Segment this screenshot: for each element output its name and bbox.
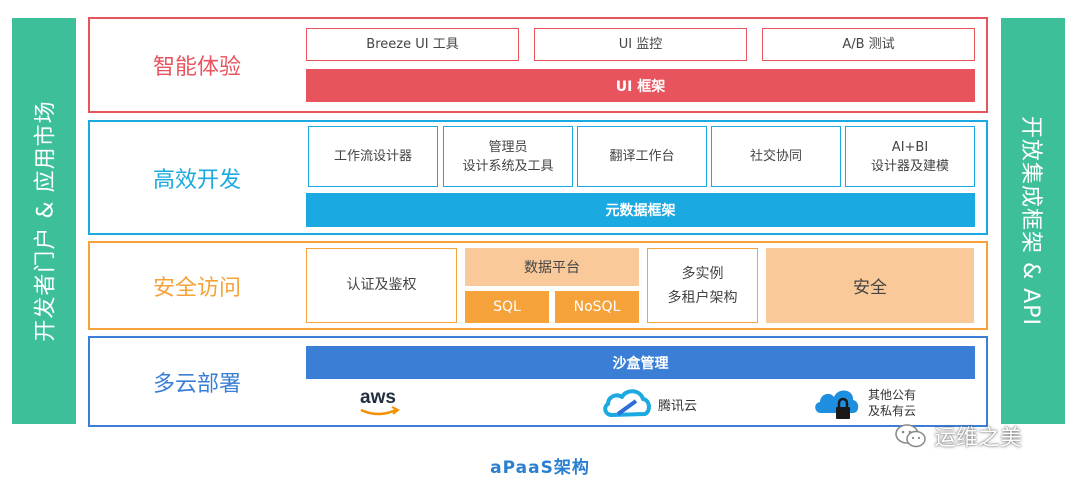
- other-clouds-label: 其他公有 及私有云: [868, 388, 917, 418]
- open-integration-label: 开放集成框架 & API: [1018, 116, 1044, 326]
- cloud-lock-icon: [815, 390, 859, 419]
- aws-logo: aws: [356, 385, 406, 421]
- aws-smile-icon: [360, 406, 400, 416]
- sql-box: SQL: [465, 291, 549, 323]
- developer-portal-pillar: 开发者门户 & 应用市场: [12, 18, 76, 424]
- security-box: 安全: [766, 248, 974, 323]
- data-platform-box: 数据平台: [465, 248, 639, 286]
- other-clouds-logo: 其他公有 及私有云: [812, 383, 916, 423]
- auth-box: 认证及鉴权: [306, 248, 457, 323]
- open-integration-pillar: 开放集成框架 & API: [1001, 18, 1065, 424]
- translation-workbench-box: 翻译工作台: [577, 126, 707, 187]
- ab-test-box: A/B 测试: [762, 28, 975, 61]
- watermark: 运维之美: [894, 420, 1022, 452]
- workflow-designer-box: 工作流设计器: [308, 126, 438, 187]
- tencent-cloud-label: 腾讯云: [658, 398, 698, 414]
- social-collab-box: 社交协同: [711, 126, 841, 187]
- admin-design-system-box: 管理员 设计系统及工具: [443, 126, 573, 187]
- sandbox-management-bar: 沙盒管理: [306, 346, 975, 379]
- wechat-icon: [895, 424, 926, 448]
- breeze-ui-tool-box: Breeze UI 工具: [306, 28, 519, 61]
- diagram-caption: aPaaS架构: [490, 458, 590, 478]
- watermark-text: 运维之美: [934, 426, 1023, 451]
- developer-portal-label: 开发者门户 & 应用市场: [34, 100, 59, 342]
- tencent-cloud-icon: [603, 389, 651, 417]
- multi-tenant-box: 多实例 多租户架构: [647, 248, 758, 323]
- ui-framework-bar: UI 框架: [306, 69, 975, 102]
- layer-cloud-title: 多云部署: [152, 371, 241, 397]
- ai-bi-designer-box: AI+BI 设计器及建模: [845, 126, 975, 187]
- tencent-cloud-logo: 腾讯云: [602, 386, 697, 422]
- layer-security-title: 安全访问: [152, 275, 241, 301]
- aws-logo-text: aws: [360, 387, 396, 408]
- ui-monitor-box: UI 监控: [534, 28, 747, 61]
- metadata-framework-bar: 元数据框架: [306, 193, 975, 227]
- nosql-box: NoSQL: [555, 291, 639, 323]
- layer-smart-title: 智能体验: [152, 55, 241, 80]
- layer-dev-title: 高效开发: [152, 167, 241, 193]
